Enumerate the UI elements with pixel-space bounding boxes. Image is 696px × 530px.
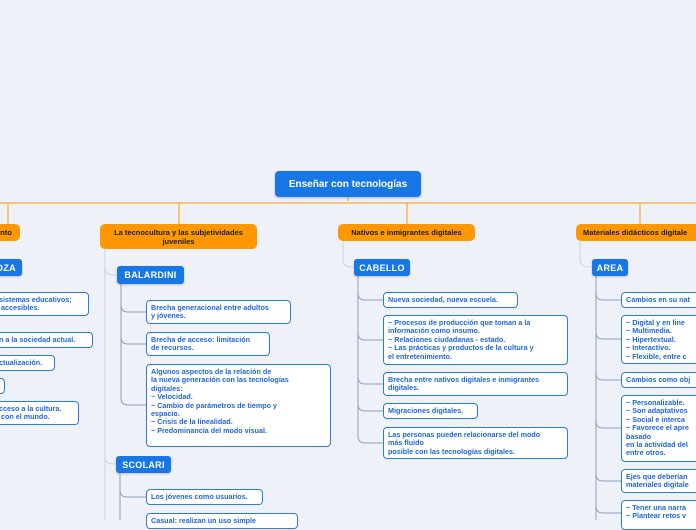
leaf-node[interactable]: cceso a la cultura. con el mundo. [0,401,79,425]
category-label: Nativos e inmigrantes digitales [351,228,462,237]
leaf-node[interactable]: Migraciones digitales. [383,403,478,419]
leaf-node[interactable]: Nueva sociedad, nueva escuela. [383,292,518,308]
category-label: nto [0,228,12,237]
category-node[interactable]: Nativos e inmigrantes digitales [338,224,475,241]
leaf-node[interactable]: Cambios como obj [621,372,696,388]
category-label: Materiales didácticos digitale [583,228,688,237]
leaf-node[interactable]: Brecha de acceso: limitación de recursos… [146,332,270,356]
category-label: La tecnocultura y las subjetividades juv… [114,227,243,246]
leaf-node[interactable]: Cambios en su nat [621,292,696,308]
leaf-node[interactable]: ~ Digital y en line ~ Multimedia. ~ Hipe… [621,315,696,364]
author-node[interactable]: CABELLO [354,259,410,276]
category-node[interactable]: Materiales didácticos digitale [576,224,696,241]
root-node[interactable]: Enseñar con tecnologías [275,171,421,197]
leaf-node[interactable]: Los jóvenes como usuarios. [146,489,263,505]
leaf-node[interactable]: Ejes que deberían materiales digitale [621,469,696,493]
leaf-node[interactable]: ctualización. [0,355,55,371]
leaf-node[interactable]: n a la sociedad actual. [0,332,93,348]
leaf-node[interactable]: Brecha entre nativos digitales e inmigra… [383,372,568,396]
leaf-node[interactable]: Casual: realizan un uso simple [146,513,298,529]
leaf-node[interactable]: Brecha generacional entre adultos y jóve… [146,300,291,324]
author-node[interactable]: OZA [0,259,22,276]
leaf-node[interactable]: ~ Personalizable. ~ Son adaptativos ~ So… [621,395,696,462]
author-node[interactable]: AREA [592,259,628,276]
leaf-node[interactable]: sistemas educativos; accesibles. [0,292,89,316]
leaf-node[interactable] [0,378,5,394]
author-node[interactable]: SCOLARI [116,456,171,473]
leaf-node[interactable]: Las personas pueden relacionarse del mod… [383,427,568,459]
author-node[interactable]: BALARDINI [117,266,184,284]
category-node[interactable]: La tecnocultura y las subjetividades juv… [100,224,257,249]
leaf-node[interactable]: Algunos aspectos de la relación de la nu… [146,364,331,447]
leaf-node[interactable]: ~ Tener una narra ~ Plantear retos v [621,500,696,530]
leaf-node[interactable]: ~ Procesos de producción que toman a la … [383,315,568,365]
category-node[interactable]: nto [0,224,20,241]
